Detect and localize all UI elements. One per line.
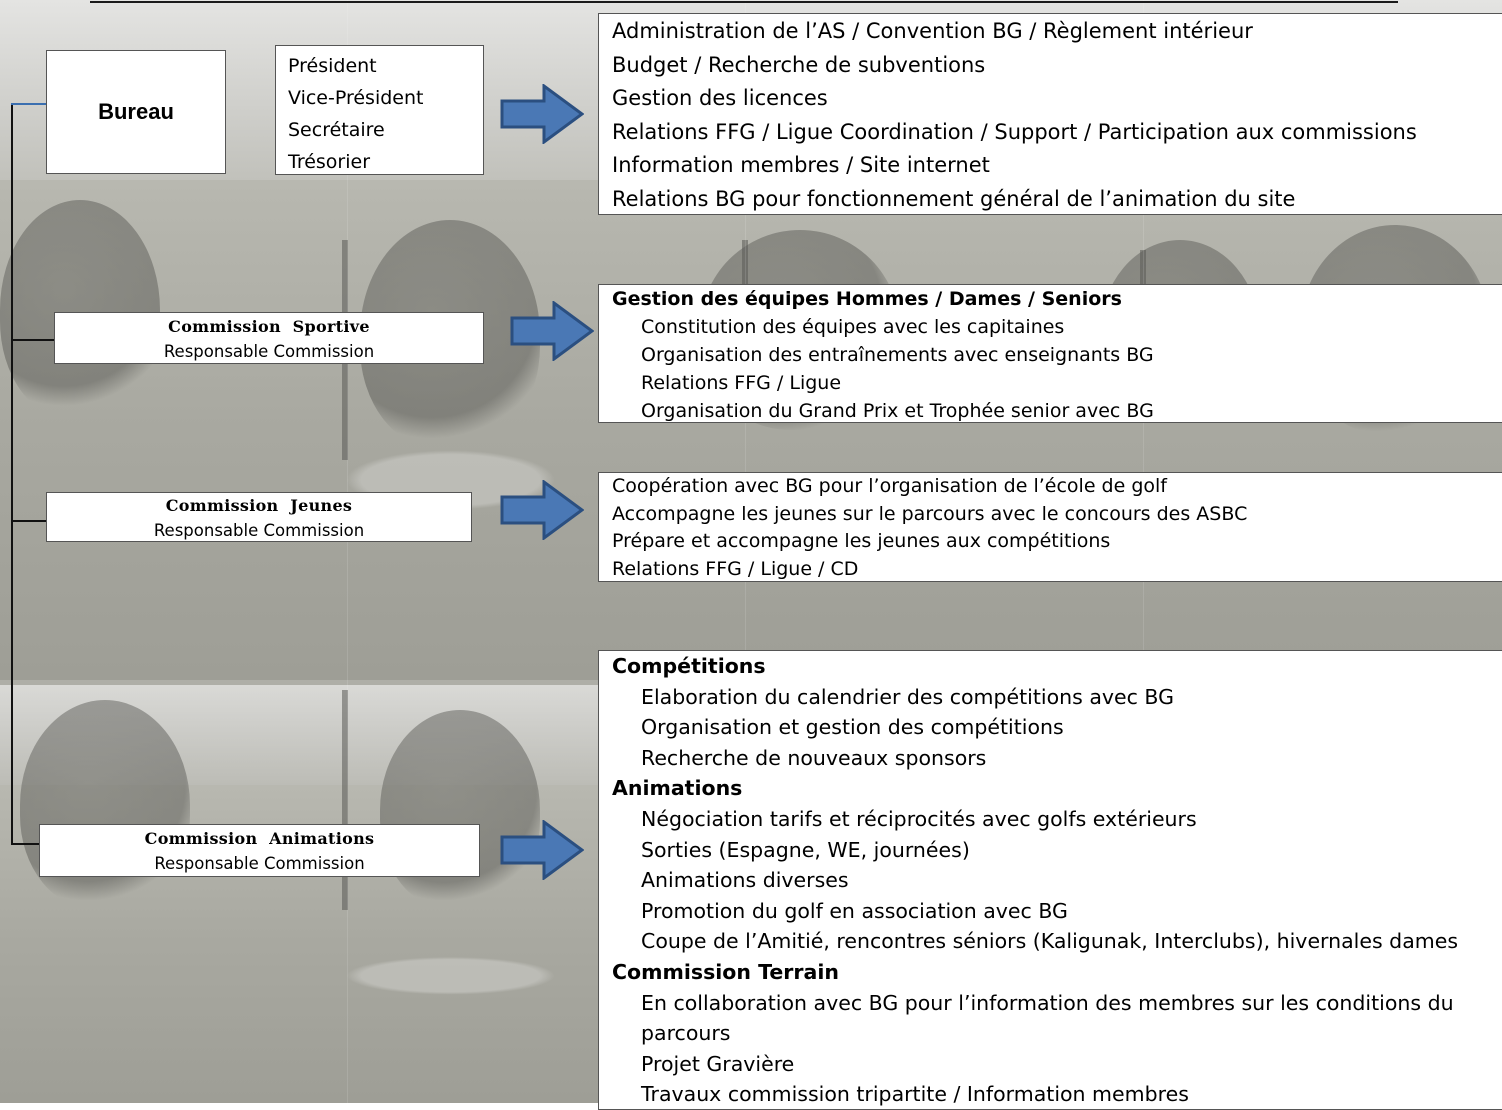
list-item: Relations FFG / Ligue Coordination / Sup… — [612, 119, 1417, 144]
list-item: Accompagne les jeunes sur le parcours av… — [612, 502, 1248, 525]
list-item: Promotion du golf en association avec BG — [641, 898, 1068, 923]
bureau-box: Bureau — [46, 50, 226, 174]
list-item: En collaboration avec BG pour l’informat… — [641, 990, 1454, 1015]
list-item: Organisation et gestion des compétitions — [641, 715, 1064, 740]
list-item: Budget / Recherche de subventions — [612, 52, 986, 77]
list-item: Gestion des licences — [612, 86, 828, 111]
commission-title: Commission Sportive — [168, 317, 370, 336]
section-heading: Compétitions — [612, 654, 766, 678]
list-item: Recherche de nouveaux sponsors — [641, 745, 987, 770]
bureau-arrow-icon — [500, 84, 584, 144]
role-vice-president: Vice-Président — [288, 87, 424, 109]
animations-arrow-icon — [500, 820, 584, 880]
commission-subtitle: Responsable Commission — [153, 521, 365, 540]
sportive-tasks: Gestion des équipes Hommes / Dames / Sen… — [598, 284, 1502, 423]
list-item: parcours — [641, 1021, 731, 1046]
list-item: Elaboration du calendrier des compétitio… — [641, 684, 1174, 709]
commission-sportive-box: Commission Sportive Responsable Commissi… — [54, 312, 484, 364]
list-item: Négociation tarifs et réciprocités avec … — [641, 806, 1197, 831]
commission-subtitle: Responsable Commission — [163, 342, 375, 361]
list-item: Prépare et accompagne les jeunes aux com… — [612, 530, 1111, 553]
vertical-connector — [11, 103, 13, 845]
bureau-connector — [11, 103, 47, 105]
jeunes-tasks: Coopération avec BG pour l’organisation … — [598, 472, 1502, 582]
top-rule — [90, 1, 1398, 3]
role-president: Président — [288, 55, 377, 77]
jeunes-arrow-icon — [500, 480, 584, 540]
section-heading: Commission Terrain — [612, 959, 839, 984]
list-item: Organisation du Grand Prix et Trophée se… — [641, 400, 1154, 422]
commission-animations-box: Commission Animations Responsable Commis… — [39, 824, 480, 877]
animations-connector — [11, 843, 40, 845]
list-item: Relations BG pour fonctionnement général… — [612, 186, 1296, 211]
commission-title: Commission Jeunes — [165, 496, 353, 515]
list-item: Relations FFG / Ligue — [641, 372, 842, 394]
role-secretaire: Secrétaire — [288, 119, 385, 141]
sportive-arrow-icon — [510, 301, 594, 361]
bureau-label: Bureau — [98, 99, 174, 124]
commission-subtitle: Responsable Commission — [154, 854, 365, 873]
list-item: Constitution des équipes avec les capita… — [641, 316, 1065, 338]
animations-tasks: Compétitions Elaboration du calendrier d… — [598, 650, 1502, 1110]
bureau-tasks: Administration de l’AS / Convention BG /… — [598, 13, 1502, 215]
bureau-roles-box: Président Vice-Président Secrétaire Trés… — [275, 45, 484, 175]
list-item: Relations FFG / Ligue / CD — [612, 557, 859, 580]
list-item: Sorties (Espagne, WE, journées) — [641, 837, 970, 862]
section-heading: Gestion des équipes Hommes / Dames / Sen… — [612, 288, 1122, 310]
list-item: Travaux commission tripartite / Informat… — [641, 1082, 1189, 1107]
list-item: Information membres / Site internet — [612, 153, 990, 178]
list-item: Coupe de l’Amitié, rencontres séniors (K… — [641, 929, 1459, 954]
commission-jeunes-box: Commission Jeunes Responsable Commission — [46, 492, 472, 542]
section-heading: Animations — [612, 776, 743, 801]
sportive-connector — [11, 339, 55, 341]
commission-title: Commission Animations — [144, 829, 375, 848]
list-item: Projet Gravière — [641, 1051, 795, 1076]
list-item: Administration de l’AS / Convention BG /… — [612, 19, 1253, 43]
list-item: Organisation des entraînements avec ense… — [641, 344, 1154, 366]
list-item: Animations diverses — [641, 868, 849, 893]
role-tresorier: Trésorier — [288, 151, 371, 173]
list-item: Coopération avec BG pour l’organisation … — [612, 475, 1167, 497]
jeunes-connector — [11, 520, 47, 522]
